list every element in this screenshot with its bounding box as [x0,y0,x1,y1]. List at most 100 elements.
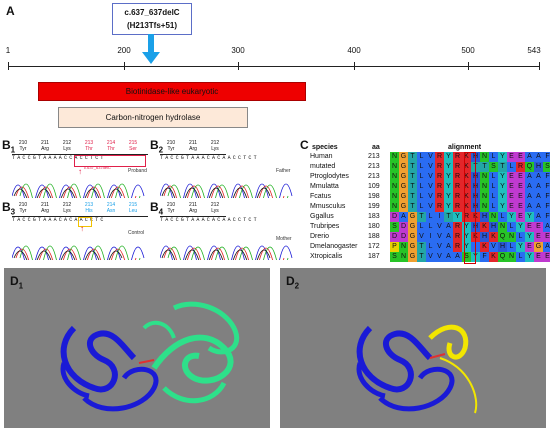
residue: G [408,212,417,222]
aligned-sequence: SDGLLVARYHKHNLYEEAAF [390,222,550,232]
residue: L [498,212,507,222]
base-sequence: TACCGTAAAACCACCTCT [12,155,106,161]
codon-num: 212 [62,202,72,208]
residue: R [462,212,471,222]
residue: I [426,232,435,242]
residue: V [435,222,444,232]
residue: Y [444,192,453,202]
residue: R [453,152,462,162]
residue: Y [507,212,516,222]
residue: Y [444,182,453,192]
mutation-arrow-icon [142,52,160,64]
residue: E [525,242,534,252]
residue: Q [525,162,534,172]
residue: A [534,192,543,202]
residue: T [408,192,417,202]
residue: L [417,222,426,232]
residue-number: 199 [368,203,380,210]
panel-label-d2: D2 [286,274,300,291]
trace-waves [12,245,145,260]
residue: H [489,222,498,232]
residue: A [525,182,534,192]
residue: E [534,252,543,262]
residue: V [489,242,498,252]
residue: A [534,202,543,212]
codon-num: 215 [128,202,138,208]
residue: L [489,192,498,202]
residue: T [444,212,453,222]
residue: E [507,182,516,192]
residue-number: 180 [368,223,380,230]
residue: V [426,182,435,192]
residue-number: 213 [368,163,380,170]
codon-num: 211 [41,202,49,208]
residue: E [516,152,525,162]
residue: T [408,152,417,162]
residue: A [534,182,543,192]
residue: T [408,202,417,212]
residue: V [426,192,435,202]
residue: V [435,252,444,262]
codon-num: 210 [18,140,28,146]
residue: Y [525,252,534,262]
residue: T [408,172,417,182]
residue: Y [516,242,525,252]
residue-number: 213 [368,173,380,180]
tick-label-200: 200 [117,46,131,55]
residue: L [417,172,426,182]
residue: R [453,162,462,172]
residue: N [390,202,399,212]
residue: A [444,232,453,242]
residue: N [390,152,399,162]
residue: F [543,202,550,212]
residue: L [417,152,426,162]
species-name: mutated [310,163,336,170]
codon-underline [12,216,148,217]
codon-aa: Leu [128,208,138,214]
mutation-arrow-icon: ↑ [78,167,82,176]
residue: E [534,222,543,232]
residue: E [543,232,550,242]
residue: V [435,242,444,252]
codon-num: 215 [128,140,138,146]
residue: A [444,252,453,262]
species-name: Human [310,153,333,160]
codon-aa: Tyr [19,146,27,152]
codon-aa: Lys [63,208,71,214]
residue: N [507,232,516,242]
aligned-sequence: NGTLVRYRKTTSTLRQHSMF [390,162,550,172]
residue: V [426,202,435,212]
residue: E [507,172,516,182]
residue: N [480,182,489,192]
residue: S [390,222,399,232]
residue: G [408,232,417,242]
residue: N [390,162,399,172]
residue: A [525,202,534,212]
codon-num: 211 [189,202,197,208]
tick-543 [539,62,540,70]
residue: Y [462,232,471,242]
species-name: Ggallus [310,213,334,220]
codon-aa: His [85,208,93,214]
residue: N [480,172,489,182]
residue: A [525,172,534,182]
residue: E [543,252,550,262]
residue: N [399,242,408,252]
residue: E [516,172,525,182]
trace-waves [160,183,293,198]
codon-aa: Thr [85,146,93,152]
codon-aa: Tyr [167,208,175,214]
tick-label-543: 543 [527,46,541,55]
residue: R [453,192,462,202]
residue: K [489,252,498,262]
residue-number: 183 [368,213,380,220]
residue: A [534,172,543,182]
panel-label-b4: B4 [150,200,164,217]
residue: Y [498,152,507,162]
header-species: species [312,144,338,151]
residue: L [489,182,498,192]
species-name: Mmusculus [310,203,346,210]
mutation-cdna: c.637_637delC [124,8,180,17]
codon-num: 212 [210,140,220,146]
